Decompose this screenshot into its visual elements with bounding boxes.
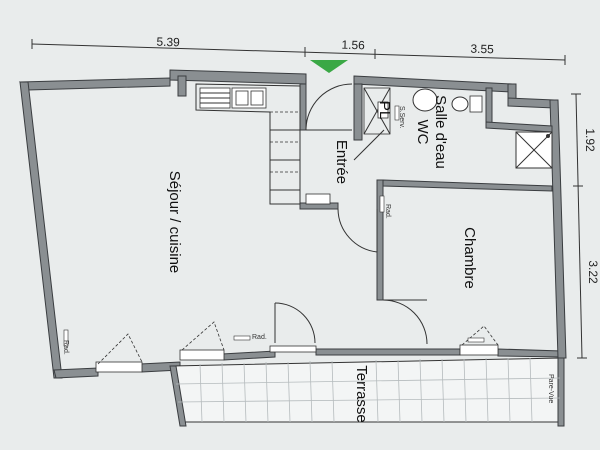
windows — [95, 321, 499, 373]
bathroom-fixtures — [363, 87, 553, 169]
radiator-label-window: Rad. — [252, 334, 267, 341]
pare-vue-label: Pare-Vue — [547, 374, 554, 403]
room-label-wc: WC — [414, 120, 431, 145]
entrance-marker — [310, 60, 348, 73]
towel-rail-label: S.Serv. — [398, 106, 405, 128]
dimension-top-left: 5.39 — [156, 35, 180, 50]
terrace — [169, 357, 565, 427]
room-label-terrasse: Terrasse — [353, 365, 370, 423]
dimension-top-right: 3.55 — [470, 42, 494, 57]
room-label-entree: Entrée — [333, 140, 350, 184]
room-label-salle-deau: Salle d'eau — [432, 95, 449, 169]
interior-walls — [299, 83, 553, 301]
room-label-sejour-cuisine: Séjour / cuisine — [166, 171, 183, 274]
radiator-label-chambre: Rad. — [384, 204, 391, 219]
radiators — [63, 105, 485, 347]
kitchen-counter — [195, 83, 331, 205]
dimension-lines — [31, 39, 587, 359]
closet-label: PL — [376, 101, 393, 119]
exterior-walls — [18, 69, 567, 379]
door-swings — [274, 83, 428, 345]
dimension-right-top: 1.92 — [583, 128, 597, 152]
dimension-right-bottom: 3.22 — [586, 260, 600, 284]
radiator-label-sejour: Rad. — [62, 340, 69, 355]
dimension-top-mid: 1.56 — [341, 38, 365, 53]
room-label-chambre: Chambre — [461, 227, 478, 289]
